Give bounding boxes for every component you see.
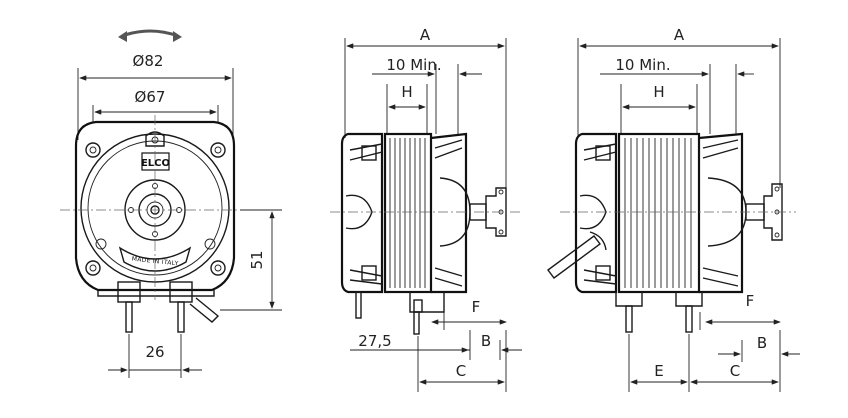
dim-label-min-2: 10 Min. — [615, 56, 670, 74]
dim-label-f-2: F — [746, 292, 755, 310]
side-view-2: A 10 Min. H — [547, 26, 800, 392]
dim-label-27-5: 27,5 — [358, 332, 391, 350]
dim-label-e-2: E — [654, 362, 663, 380]
side-view-1: A 10 Min. H — [330, 26, 522, 392]
dim-label-c-1: C — [456, 362, 466, 380]
dim-label-26: 26 — [145, 343, 164, 361]
motor-side-body-1 — [340, 132, 507, 335]
dim-label-diameter-82: Ø82 — [133, 52, 164, 70]
dim-label-min-1: 10 Min. — [386, 56, 441, 74]
dim-label-c-2: C — [730, 362, 740, 380]
dim-label-a-1: A — [420, 26, 431, 44]
dim-label-diameter-67: Ø67 — [135, 88, 166, 106]
terminal-left — [125, 301, 133, 333]
terminal-right — [177, 301, 185, 333]
rotation-arrow-icon — [118, 29, 182, 42]
dim-label-f-1: F — [472, 298, 481, 316]
dim-label-b-1: B — [481, 332, 491, 350]
svg-text:ELCO: ELCO — [141, 158, 170, 169]
dim-label-h-2: H — [653, 83, 664, 101]
dim-label-h-1: H — [401, 83, 412, 101]
dim-label-51: 51 — [248, 250, 266, 269]
front-view: Ø82 Ø67 — [60, 29, 282, 378]
brand-logo: ELCO — [141, 152, 170, 171]
dim-label-b-2: B — [757, 334, 767, 352]
dim-label-a-2: A — [674, 26, 685, 44]
